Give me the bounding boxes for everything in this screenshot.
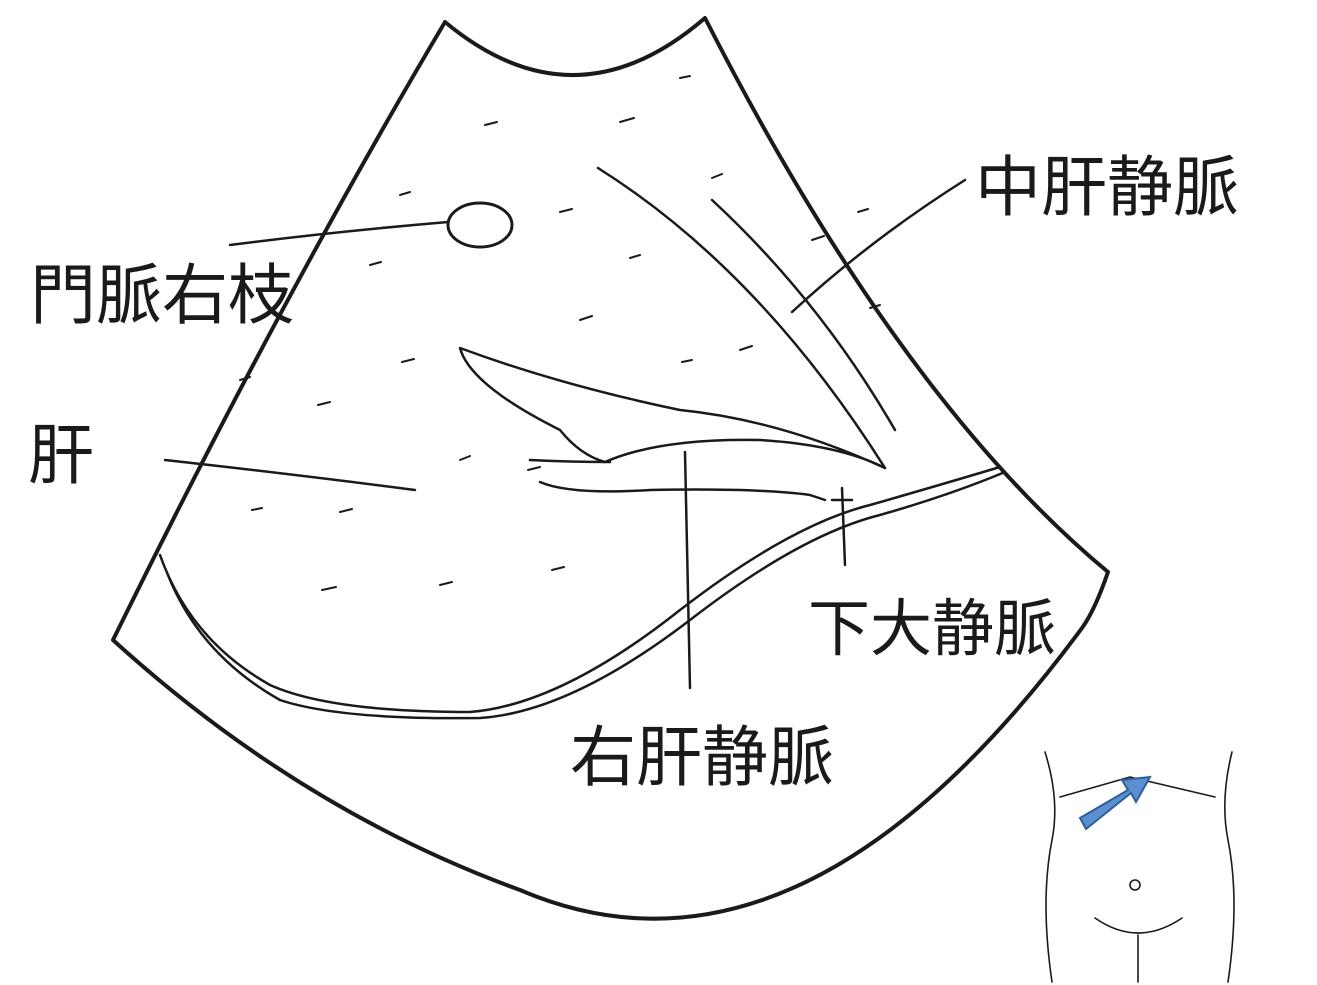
hepatic-vein-confluence xyxy=(538,480,827,502)
torso-left-side xyxy=(1044,751,1056,983)
probe-direction-arrow xyxy=(1078,775,1152,831)
label-middle-hepatic-vein: 中肝静脈 xyxy=(975,149,1239,226)
leader-lines xyxy=(163,178,967,690)
label-inferior-vena-cava: 下大静脈 xyxy=(808,592,1056,665)
torso-right-side xyxy=(1224,751,1235,983)
leader-liver xyxy=(163,458,417,492)
middle-hepatic-vein-vessel xyxy=(596,166,897,470)
label-portal-vein-right-branch: 門脈右枝 xyxy=(30,257,294,334)
leader-portal-vein xyxy=(228,220,450,247)
scan-fan-outline xyxy=(111,16,1110,921)
hepatic-branch-vessel xyxy=(458,346,887,470)
leader-middle-hepatic-vein xyxy=(790,178,967,314)
pelvic-line xyxy=(1094,917,1183,934)
label-liver: 肝 xyxy=(28,417,94,494)
portal-vein-right-branch-circle xyxy=(446,201,514,249)
speckle-texture xyxy=(239,75,881,591)
ivc-vessel xyxy=(158,465,1007,720)
costal-margin xyxy=(1059,776,1216,798)
hepatic-branch-tail xyxy=(528,458,612,464)
torso-inset xyxy=(1044,751,1235,983)
leader-right-hepatic-vein xyxy=(683,450,692,690)
label-right-hepatic-vein: 右肝静脈 xyxy=(570,719,834,796)
navel xyxy=(1129,879,1141,891)
